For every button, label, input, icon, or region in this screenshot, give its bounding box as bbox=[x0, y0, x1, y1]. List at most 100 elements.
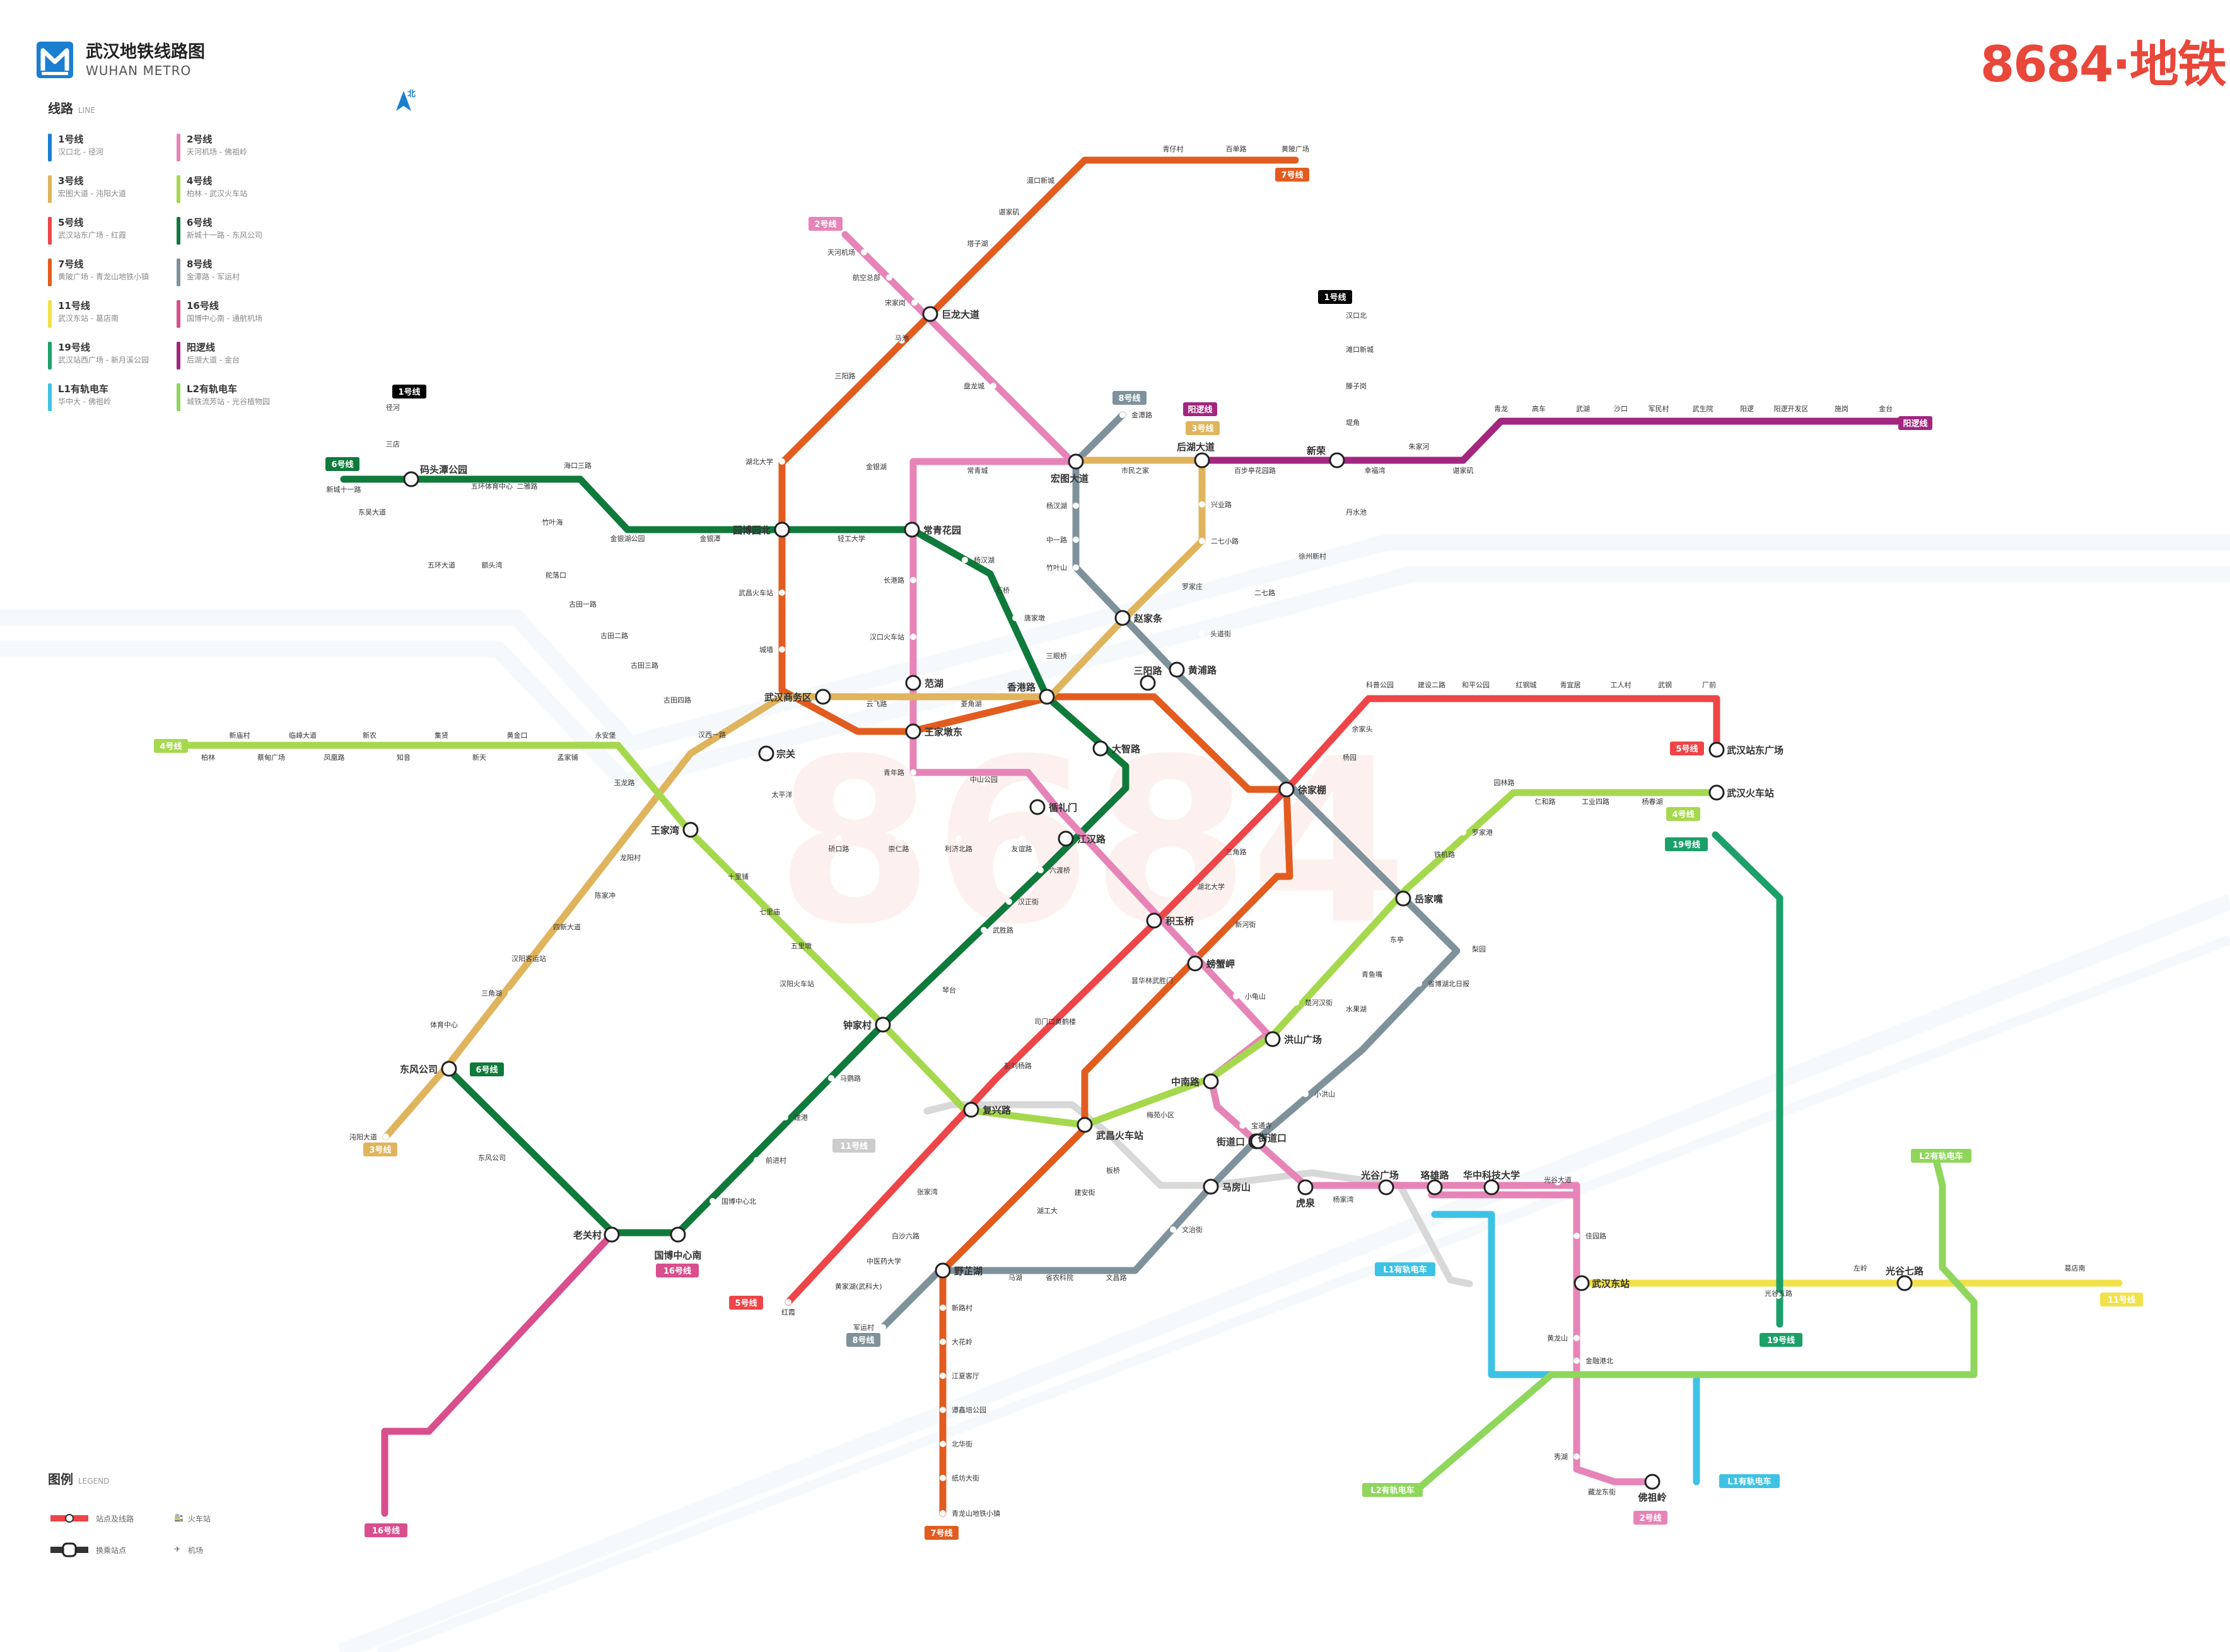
interchange-houhudadao[interactable] bbox=[1194, 452, 1210, 468]
station-huanhulu[interactable] bbox=[300, 735, 306, 741]
interchange-jiqingjie[interactable] bbox=[1146, 912, 1162, 929]
station-liuzhengshan[interactable] bbox=[905, 1189, 911, 1195]
station-jiansheerlu[interactable] bbox=[1428, 684, 1435, 690]
station-dongting[interactable] bbox=[1378, 936, 1384, 943]
station-keyigongyuan[interactable] bbox=[1377, 684, 1383, 690]
interchange-huquan[interactable] bbox=[1297, 1179, 1314, 1195]
station-meiyuanxiaoqu[interactable] bbox=[1157, 1114, 1164, 1120]
interchange-yuejiazui[interactable] bbox=[1395, 890, 1411, 907]
station-baibuting[interactable] bbox=[1252, 470, 1258, 476]
station-hangkongzongbu[interactable] bbox=[886, 274, 892, 281]
interchange-wuhandongzhan[interactable] bbox=[1573, 1275, 1590, 1291]
station-wenchanglu[interactable] bbox=[1113, 1277, 1119, 1283]
interchange-guangguguangchang[interactable] bbox=[1378, 1179, 1394, 1195]
station-yangjiawan[interactable] bbox=[1340, 1199, 1346, 1205]
interchange-wuhanshangwuqu[interactable] bbox=[815, 689, 831, 705]
interchange-huazhongkeji[interactable] bbox=[1483, 1179, 1500, 1195]
station-yangluo[interactable] bbox=[1744, 408, 1750, 414]
interchange-xianggangl[interactable] bbox=[1039, 689, 1055, 705]
station-shuiguohu[interactable] bbox=[1334, 1006, 1340, 1012]
interchange-zongguan[interactable] bbox=[758, 745, 774, 762]
station-huayuancun[interactable] bbox=[1119, 977, 1126, 984]
station-xintian[interactable] bbox=[476, 757, 482, 763]
interchange-wuhanzhan[interactable] bbox=[1708, 784, 1725, 801]
station-wushenglu[interactable] bbox=[981, 927, 987, 933]
station-xuzhouxincun[interactable] bbox=[1287, 553, 1293, 559]
station-songjiagang[interactable] bbox=[911, 300, 918, 306]
station-shengkejiguan[interactable] bbox=[1056, 1277, 1063, 1283]
station-changqian[interactable] bbox=[1706, 684, 1712, 690]
station-xinnong[interactable] bbox=[366, 735, 373, 741]
station-zhixin[interactable] bbox=[400, 757, 407, 763]
station-chuhehanjie[interactable] bbox=[1293, 999, 1299, 1006]
station-baoxiaxi[interactable] bbox=[1239, 1122, 1246, 1129]
station-zhongbei[interactable] bbox=[1416, 980, 1422, 987]
station-disheng[interactable] bbox=[1334, 419, 1340, 426]
station-tangjiadun[interactable] bbox=[1012, 615, 1019, 621]
station-qinjiaye[interactable] bbox=[930, 987, 937, 993]
station-zanglongdong[interactable] bbox=[1599, 1491, 1605, 1498]
station-hanyanglu[interactable] bbox=[552, 955, 558, 962]
station-taipingyang[interactable] bbox=[779, 791, 785, 798]
station-haikousan[interactable] bbox=[575, 465, 581, 471]
station-shiguolu[interactable] bbox=[855, 1258, 861, 1264]
station-xinhejie[interactable] bbox=[1242, 924, 1249, 930]
interchange-zhongnanlu[interactable] bbox=[1203, 1073, 1219, 1090]
station-junyuncun[interactable] bbox=[880, 1324, 886, 1330]
station-qiaopi[interactable] bbox=[1170, 148, 1176, 154]
station-zhaojiahu[interactable] bbox=[968, 703, 974, 709]
station-wuzhiyuan[interactable] bbox=[1700, 408, 1706, 414]
station-wuhuandadao[interactable] bbox=[438, 552, 445, 558]
interchange-jianghanlu[interactable] bbox=[1058, 830, 1074, 847]
station-heliugang[interactable] bbox=[899, 337, 905, 344]
station-danshuichi[interactable] bbox=[1334, 509, 1340, 515]
station-shiqiao[interactable] bbox=[984, 587, 990, 593]
station-gedian[interactable] bbox=[2072, 1267, 2078, 1274]
station-sanjiaolu[interactable] bbox=[1233, 851, 1239, 858]
station-yuquanlu[interactable] bbox=[621, 782, 628, 788]
station-tanjiaxiang[interactable] bbox=[1006, 211, 1012, 218]
station-honghai[interactable] bbox=[785, 1299, 791, 1305]
interchange-changqinghuayuan[interactable] bbox=[904, 521, 920, 538]
station-jinghe[interactable] bbox=[408, 405, 414, 412]
station-renhelu[interactable] bbox=[1542, 801, 1548, 807]
station-zuoling[interactable] bbox=[1857, 1267, 1864, 1274]
station-dahuaqi[interactable] bbox=[940, 1339, 946, 1345]
station-zhujiahe[interactable] bbox=[1416, 446, 1422, 452]
station-gutianyilu[interactable] bbox=[602, 601, 609, 607]
station-simenkou[interactable] bbox=[1082, 1018, 1088, 1025]
interchange-hongshanguangchang[interactable] bbox=[1264, 1031, 1281, 1047]
interchange-dazhilu[interactable] bbox=[1092, 740, 1109, 757]
station-wuhuantiyuzhongxin[interactable] bbox=[489, 486, 495, 492]
station-taiyingcun[interactable] bbox=[572, 572, 578, 578]
station-bianyinjing[interactable] bbox=[1110, 1170, 1116, 1176]
station-hankoubei[interactable] bbox=[1334, 312, 1340, 318]
station-qingyuyun[interactable] bbox=[1350, 971, 1356, 977]
station-xinqiaocun[interactable] bbox=[236, 735, 243, 741]
station-huangyu[interactable] bbox=[1573, 1335, 1580, 1341]
station-qingnianlu[interactable] bbox=[910, 769, 916, 776]
station-jinyintan[interactable] bbox=[707, 538, 713, 544]
station-zhongshanpark[interactable] bbox=[981, 779, 987, 785]
interchange-julongdadao[interactable] bbox=[922, 306, 938, 322]
station-qianjin[interactable] bbox=[754, 1157, 760, 1163]
station-chongrenlu[interactable] bbox=[896, 835, 902, 842]
station-xuzhan[interactable] bbox=[1838, 408, 1845, 414]
station-xinzhili[interactable] bbox=[940, 1305, 946, 1311]
station-chanyue[interactable] bbox=[1346, 757, 1353, 763]
station-tengzigang[interactable] bbox=[1334, 383, 1340, 389]
station-wuchangwanhao[interactable] bbox=[779, 590, 785, 596]
station-changgangl[interactable] bbox=[910, 577, 916, 583]
station-jiangjunlu[interactable] bbox=[268, 757, 274, 763]
interchange-wuhanzhandongguangchang[interactable] bbox=[1708, 742, 1725, 758]
station-jiahenan[interactable] bbox=[1082, 1192, 1088, 1198]
station-xingyelu[interactable] bbox=[1199, 501, 1205, 508]
interchange-xunlimen[interactable] bbox=[1029, 799, 1046, 815]
station-sixindadao[interactable] bbox=[587, 924, 593, 930]
interchange-yuanboyuanbei[interactable] bbox=[774, 521, 790, 538]
station-handuhengjie[interactable] bbox=[1006, 899, 1012, 905]
station-huyangtang[interactable] bbox=[1037, 180, 1044, 186]
station-zhangjiaqiao[interactable] bbox=[962, 557, 968, 563]
station-beiyuanlu[interactable] bbox=[940, 1441, 946, 1447]
station-erqilu[interactable] bbox=[1242, 590, 1249, 596]
